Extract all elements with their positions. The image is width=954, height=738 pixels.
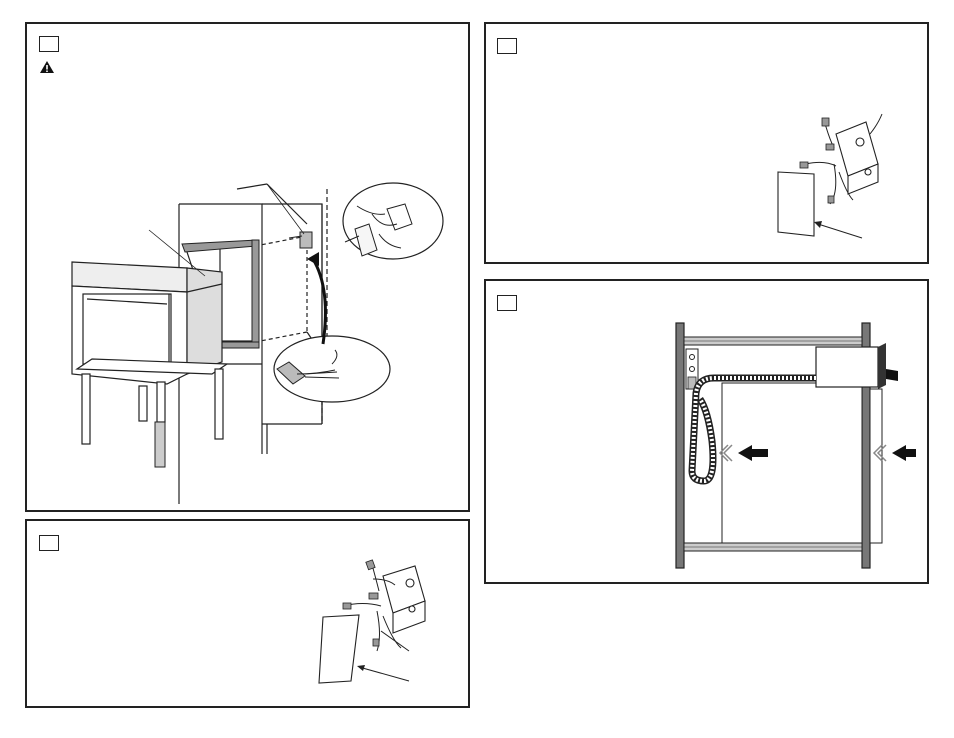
panel-oven-install xyxy=(25,22,470,512)
junction-box-illustration xyxy=(27,521,468,706)
push-arrow-right xyxy=(892,445,916,461)
panel-cabinet-cable xyxy=(484,279,929,584)
cabinet-cable-illustration xyxy=(486,281,927,582)
junction-box-cover-illustration xyxy=(486,24,927,262)
panel-junction-box-right xyxy=(484,22,929,264)
panel-junction-box-left xyxy=(25,519,470,708)
oven-install-illustration xyxy=(27,24,468,510)
